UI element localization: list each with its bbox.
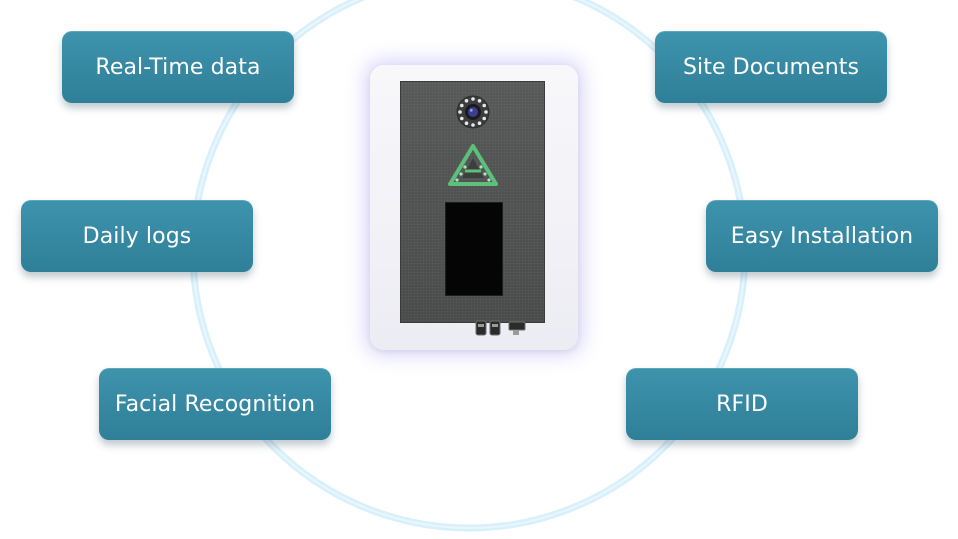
- feature-facial-recognition: Facial Recognition: [99, 368, 331, 440]
- feature-easy-installation: Easy Installation: [706, 200, 938, 272]
- device-image: [370, 65, 578, 350]
- camera-icon: [456, 95, 489, 129]
- logo-icon: [447, 144, 498, 186]
- feature-real-time-data: Real-Time data: [62, 31, 294, 103]
- feature-rfid: RFID: [626, 368, 858, 440]
- feature-daily-logs: Daily logs: [21, 200, 253, 272]
- port-connectors: [475, 320, 526, 336]
- feature-site-documents: Site Documents: [655, 31, 887, 103]
- display-screen: [445, 202, 503, 296]
- device-panel: [400, 81, 545, 336]
